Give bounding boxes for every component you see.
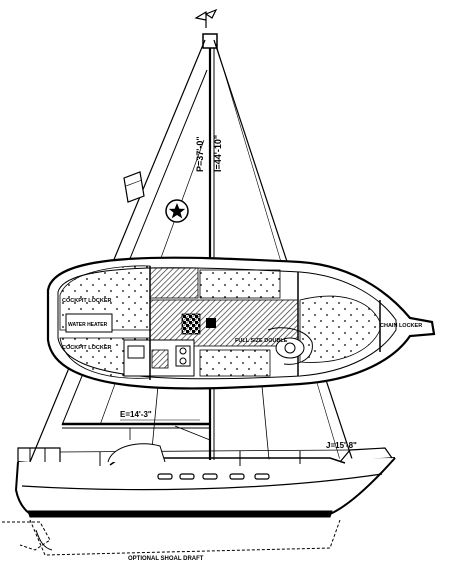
hull-profile bbox=[2, 427, 396, 556]
mast-i-dimension: I=44'-10" bbox=[213, 135, 223, 172]
star-in-circle-icon bbox=[165, 199, 189, 223]
ensign-flag-icon bbox=[123, 171, 145, 203]
dinette-table bbox=[275, 337, 305, 359]
forestay bbox=[213, 39, 356, 469]
masthead bbox=[202, 33, 218, 49]
mast-p-dimension: P=37'-0" bbox=[195, 136, 205, 172]
settee-port bbox=[199, 269, 281, 299]
cabin-sole bbox=[149, 299, 299, 347]
boom-e-dimension: E=14'-3" bbox=[120, 410, 152, 419]
shoal-draft-label: OPTIONAL SHOAL DRAFT bbox=[128, 556, 204, 562]
hull-outline bbox=[14, 457, 396, 515]
chain-locker-label: CHAIN LOCKER bbox=[380, 323, 422, 329]
pennant-flag-icon bbox=[194, 8, 218, 28]
rig bbox=[29, 33, 356, 471]
water-heater-label: WATER HEATER bbox=[68, 322, 108, 328]
interior-plan: COCKPIT LOCKER COCKPIT LOCKER WATER HEAT… bbox=[46, 256, 436, 390]
berth-double-label: FULL SIZE DOUBLE bbox=[235, 338, 288, 344]
cockpit-locker-label-1: COCKPIT LOCKER bbox=[62, 298, 112, 304]
cockpit-locker-label-2: COCKPIT LOCKER bbox=[62, 345, 112, 351]
settee-starboard bbox=[199, 349, 271, 377]
boot-stripe bbox=[27, 510, 333, 518]
fore-j-dimension: J=15'-8" bbox=[326, 441, 357, 450]
nav-station bbox=[149, 267, 199, 299]
head-sole bbox=[181, 313, 201, 335]
backstay bbox=[29, 39, 206, 463]
water-heater-box bbox=[65, 313, 113, 333]
shoal-keel bbox=[29, 519, 341, 556]
